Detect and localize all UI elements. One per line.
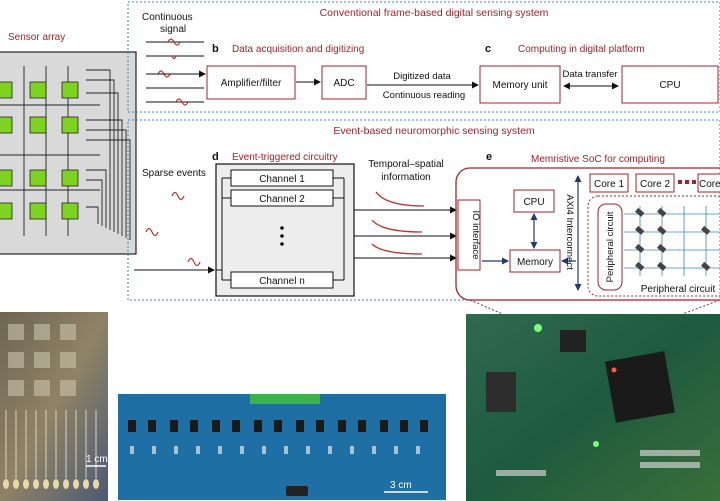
panel-b-letter: b <box>212 43 219 55</box>
amplifier-filter-box <box>206 65 296 100</box>
panel-c-title: Computing in digital platform <box>518 44 645 55</box>
panel-c-letter: c <box>485 43 491 55</box>
soc-photo-callout <box>469 299 720 331</box>
soc-board-photo <box>466 314 720 501</box>
adc-box <box>321 65 367 100</box>
channel-n-box <box>230 271 334 289</box>
event-based-system-panel: Event-based neuromorphic sensing system … <box>127 119 720 331</box>
amplifier-filter-label: Amplifier/filter <box>221 78 282 89</box>
core-n-box <box>697 173 720 193</box>
cpu-box-soc <box>513 189 555 213</box>
event-based-dotted-frame <box>127 119 720 301</box>
panel-e-letter: e <box>486 151 492 163</box>
event-based-title: Event-based neuromorphic sensing system <box>333 125 535 137</box>
sensor-photo-connectors <box>3 479 99 489</box>
digitized-data-label: Digitized data <box>393 71 451 82</box>
soc-header <box>486 372 516 412</box>
channel-1-label: Channel 1 <box>259 174 305 185</box>
sparse-event-pulses <box>145 191 201 267</box>
channel-wiring <box>216 177 345 281</box>
soc-led-green <box>534 324 542 332</box>
cpu-box-conventional <box>621 65 719 104</box>
scale-label-3cm: 3 cm <box>390 480 412 491</box>
channel-1-box <box>230 169 334 187</box>
conventional-title: Conventional frame-based digital sensing… <box>320 7 549 19</box>
core-n-label: Core <box>699 179 720 190</box>
conventional-dotted-frame <box>127 1 720 113</box>
temporal-spatial-label-1: Temporal–spatial <box>368 159 444 170</box>
panel-b-title: Data acquisition and digitizing <box>232 44 364 55</box>
core-2-label: Core 2 <box>640 179 670 190</box>
memristive-soc-frame <box>455 167 720 301</box>
soc-led-green-2 <box>593 441 599 447</box>
memory-unit-label: Memory unit <box>492 80 547 91</box>
core-detail-frame <box>587 195 720 297</box>
conventional-system-panel: Conventional frame-based digital sensing… <box>127 1 720 113</box>
sensor-array-photo: 1 cm <box>0 312 108 501</box>
channel-2-label: Channel 2 <box>259 194 305 205</box>
core-1-label: Core 1 <box>594 179 624 190</box>
soc-main-chip <box>605 351 675 423</box>
continuous-reading-label: Continuous reading <box>383 90 465 101</box>
cpu-label-conventional: CPU <box>659 80 680 91</box>
pcb-components <box>130 446 420 454</box>
pcb-chips <box>128 420 428 432</box>
peripheral-circuit-vertical-label: Peripheral circuit <box>605 211 616 282</box>
memristor-cells <box>635 207 711 271</box>
sparse-events-label: Sparse events <box>142 168 206 179</box>
data-transfer-label: Data transfer <box>563 69 618 80</box>
pcb-connector <box>286 486 308 496</box>
core-2-box <box>635 173 675 193</box>
soc-side-chip <box>560 330 586 352</box>
circuitry-to-io-arrows <box>354 191 457 262</box>
channel-ellipsis <box>280 226 284 246</box>
peripheral-circuit-vertical-box <box>597 203 623 291</box>
pcb-terminal-block <box>250 394 320 404</box>
sensor-pads <box>0 81 79 220</box>
panel-d-title: Event-triggered circuitry <box>232 152 338 163</box>
core-1-box <box>589 173 629 193</box>
axi4-interconnect-label: AXI4 Interconnect <box>564 194 575 270</box>
sensor-array-panel: Sensor array <box>0 32 137 255</box>
continuous-signal-label-2: signal <box>160 24 186 35</box>
memory-box-soc <box>509 249 561 273</box>
pcb-photo-background <box>118 394 446 500</box>
adc-label: ADC <box>333 78 354 89</box>
scale-label-1cm: 1 cm <box>86 454 108 465</box>
memory-label-soc: Memory <box>517 257 553 268</box>
peripheral-circuit-bottom-label: Peripheral circuit <box>641 284 716 295</box>
panel-d-letter: d <box>212 151 219 163</box>
io-interface-label: IO interface <box>470 210 481 259</box>
sensor-photo-pads <box>8 324 76 396</box>
channel-n-label: Channel n <box>259 276 305 287</box>
sensor-array-title: Sensor array <box>8 32 65 43</box>
sensor-photo-background <box>0 312 108 501</box>
memory-unit-box <box>479 65 561 104</box>
continuous-signal-label-1: Continuous <box>142 12 193 23</box>
pcb-photo: 3 cm <box>118 394 446 500</box>
soc-internal-arrows <box>482 175 582 291</box>
cpu-label-soc: CPU <box>523 197 544 208</box>
panel-e-title: Memristive SoC for computing <box>531 154 665 165</box>
channel-2-box <box>230 189 334 207</box>
continuous-signal-lines <box>146 38 206 106</box>
soc-led-red <box>611 367 617 373</box>
io-interface-box <box>457 199 481 271</box>
core-ellipsis <box>678 180 696 184</box>
sensor-traces <box>0 66 131 240</box>
soc-pins <box>496 450 700 476</box>
sensor-photo-leads <box>5 410 97 478</box>
temporal-spatial-label-2: information <box>381 172 430 183</box>
